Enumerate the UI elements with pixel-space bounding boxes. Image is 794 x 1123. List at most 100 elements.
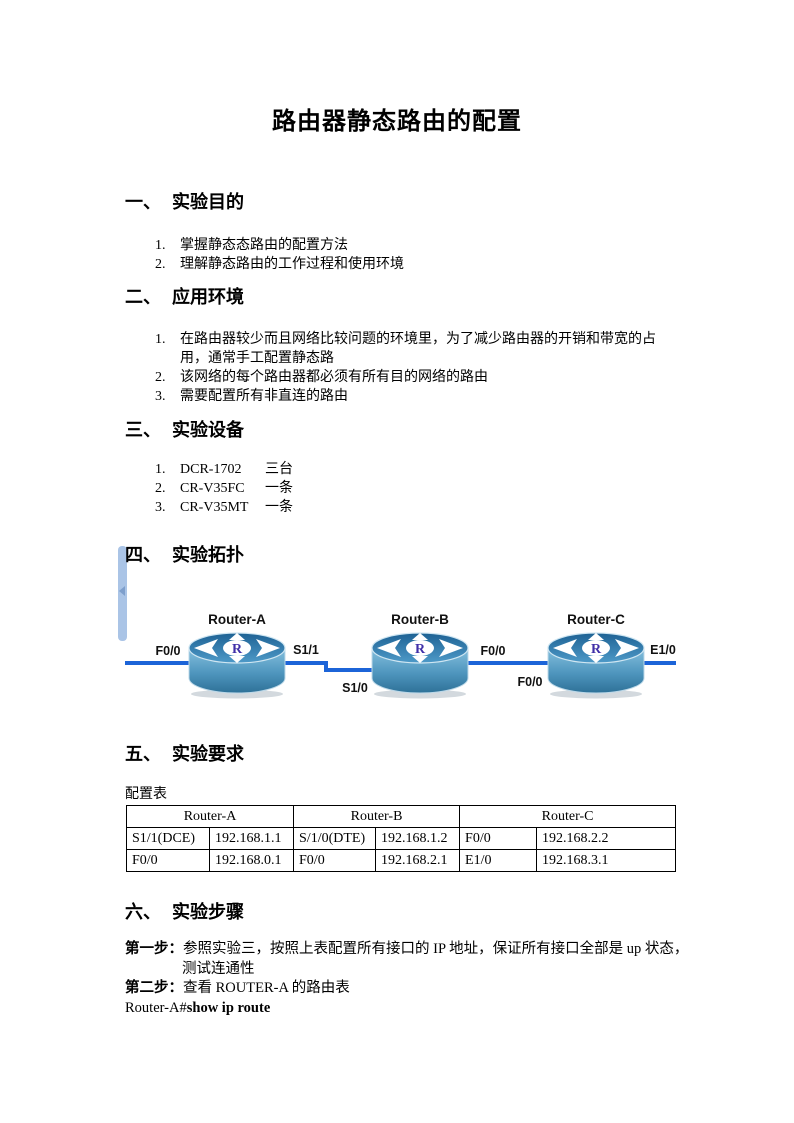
- router-b-node: R: [371, 632, 469, 699]
- section-title: 实验目的: [172, 192, 244, 212]
- purpose-list: 1.掌握静态态路由的配置方法 2.理解静态路由的工作过程和使用环境: [155, 236, 404, 274]
- router-capsule: [223, 640, 251, 656]
- section-heading-environment: 二、应用环境: [125, 283, 244, 309]
- equipment-name: DCR-1702: [180, 462, 242, 477]
- list-item: 1. DCR-1702 三台: [155, 460, 293, 479]
- equipment-qty: 三台: [265, 462, 293, 477]
- item-text: 理解静态路由的工作过程和使用环境: [180, 257, 404, 272]
- command-line: Router-A#show ip route: [125, 999, 690, 1019]
- port-label-b-left: S1/0: [342, 681, 368, 695]
- arrow-up-icon: [412, 633, 428, 640]
- list-item: 2. 该网络的每个路由器都必须有所有目的网络的路由: [155, 368, 663, 387]
- item-text: 掌握静态态路由的配置方法: [180, 238, 348, 253]
- cell-ip: 192.168.2.2: [536, 827, 677, 850]
- step-1-line-1: 第一步：参照实验三，按照上表配置所有接口的 IP 地址，保证所有接口全部是 up…: [125, 940, 690, 960]
- section-number: 五、: [125, 744, 161, 764]
- list-item: 2. 理解静态路由的工作过程和使用环境: [155, 255, 404, 274]
- arrow-right-icon: [256, 639, 280, 657]
- router-shadow: [374, 689, 466, 699]
- item-number: 3.: [155, 500, 166, 515]
- step-1-text: 参照实验三，按照上表配置所有接口的 IP 地址，保证所有接口全部是 up 状态，: [183, 941, 689, 957]
- arrow-down-icon: [412, 656, 428, 663]
- page-title: 路由器静态路由的配置: [272, 109, 522, 135]
- step-2-line: 第二步：查看 ROUTER-A 的路由表: [125, 979, 690, 999]
- arrow-up-icon: [588, 633, 604, 640]
- item-number: 1.: [155, 462, 166, 477]
- section-number: 六、: [125, 902, 161, 922]
- cell-ip: 192.168.1.1: [208, 827, 295, 850]
- port-label-a-right: S1/1: [293, 643, 319, 657]
- link-router-a-to-b: [284, 661, 372, 672]
- cell-ip: 192.168.0.1: [208, 849, 295, 872]
- section-number: 三、: [125, 420, 161, 440]
- arrow-left-icon: [553, 639, 577, 657]
- header-router-b: Router-B: [293, 805, 461, 828]
- item-number: 2.: [155, 370, 166, 385]
- router-capsule: [582, 640, 610, 656]
- table-header-row: Router-A Router-B Router-C: [125, 805, 677, 828]
- router-letter: R: [232, 642, 243, 657]
- cell-port: S/1/0(DTE): [293, 827, 377, 850]
- port-label-c-left: F0/0: [517, 675, 542, 689]
- router-shadow: [550, 689, 642, 699]
- list-item: 3. 需要配置所有非直连的路由: [155, 387, 663, 406]
- port-label-c-right: E1/0: [650, 643, 676, 657]
- section-title: 实验要求: [172, 744, 244, 764]
- command-prompt: Router-A#: [125, 999, 187, 1016]
- item-number: 2.: [155, 481, 166, 496]
- section-number: 一、: [125, 192, 161, 212]
- item-number: 3.: [155, 389, 166, 404]
- router-a-label: Router-A: [208, 612, 266, 627]
- arrow-down-icon: [588, 656, 604, 663]
- section-heading-steps: 六、实验步骤: [125, 898, 244, 924]
- router-c-label: Router-C: [567, 612, 625, 627]
- section-title: 实验步骤: [172, 902, 244, 922]
- equipment-name: CR-V35FC: [180, 481, 245, 496]
- cell-port: E1/0: [459, 849, 538, 872]
- arrow-left-icon: [194, 639, 218, 657]
- equipment-list: 1. DCR-1702 三台 2. CR-V35FC 一条 3. CR-V35MT 一条: [155, 460, 293, 517]
- topology-diagram: R R R Router-A Router-B Router-C F0/0 S1…: [125, 612, 676, 699]
- port-label-b-right: F0/0: [480, 644, 505, 658]
- equipment-name: CR-V35MT: [180, 500, 249, 515]
- cell-port: S1/1(DCE): [126, 827, 210, 850]
- cell-port: F0/0: [459, 827, 538, 850]
- router-letter: R: [415, 642, 426, 657]
- router-b-label: Router-B: [391, 612, 449, 627]
- item-text: 在路由器较少而且网络比较问题的环境里，为了减少路由器的开销和带宽的占用，通常手工…: [180, 332, 656, 366]
- equipment-qty: 一条: [265, 500, 293, 515]
- cell-ip: 192.168.1.2: [375, 827, 461, 850]
- section-heading-topology: 四、实验拓扑: [125, 541, 244, 567]
- section-heading-purpose: 一、实验目的: [125, 188, 244, 214]
- section-number: 四、: [125, 545, 161, 565]
- cell-ip: 192.168.3.1: [536, 849, 677, 872]
- router-a-node: R: [188, 632, 286, 699]
- router-letter: R: [591, 642, 602, 657]
- steps-block: 第一步：参照实验三，按照上表配置所有接口的 IP 地址，保证所有接口全部是 up…: [125, 940, 690, 1018]
- arrow-left-icon: [377, 639, 401, 657]
- item-number: 1.: [155, 332, 166, 347]
- section-number: 二、: [125, 287, 161, 307]
- section-heading-requirements: 五、实验要求: [125, 740, 244, 766]
- router-c-node: R: [547, 632, 645, 699]
- cell-port: F0/0: [293, 849, 377, 872]
- section-heading-equipment: 三、实验设备: [125, 416, 244, 442]
- cell-port: F0/0: [126, 849, 210, 872]
- port-label-a-left: F0/0: [155, 644, 180, 658]
- config-table: Router-A Router-B Router-C S1/1(DCE) 192…: [125, 805, 677, 872]
- arrow-right-icon: [615, 639, 639, 657]
- cell-ip: 192.168.2.1: [375, 849, 461, 872]
- item-text: 该网络的每个路由器都必须有所有目的网络的路由: [180, 370, 488, 385]
- config-table-caption: 配置表: [125, 787, 167, 802]
- router-capsule: [406, 640, 434, 656]
- item-text: 需要配置所有非直连的路由: [180, 389, 348, 404]
- section-title: 实验设备: [172, 420, 244, 440]
- command-text: show ip route: [186, 999, 271, 1016]
- step-2-label: 第二步：: [125, 980, 183, 996]
- table-row: F0/0 192.168.0.1 F0/0 192.168.2.1 E1/0 1…: [126, 849, 677, 872]
- list-item: 3. CR-V35MT 一条: [155, 498, 293, 517]
- arrow-down-icon: [229, 656, 245, 663]
- header-router-a: Router-A: [125, 805, 295, 828]
- item-number: 2.: [155, 257, 166, 272]
